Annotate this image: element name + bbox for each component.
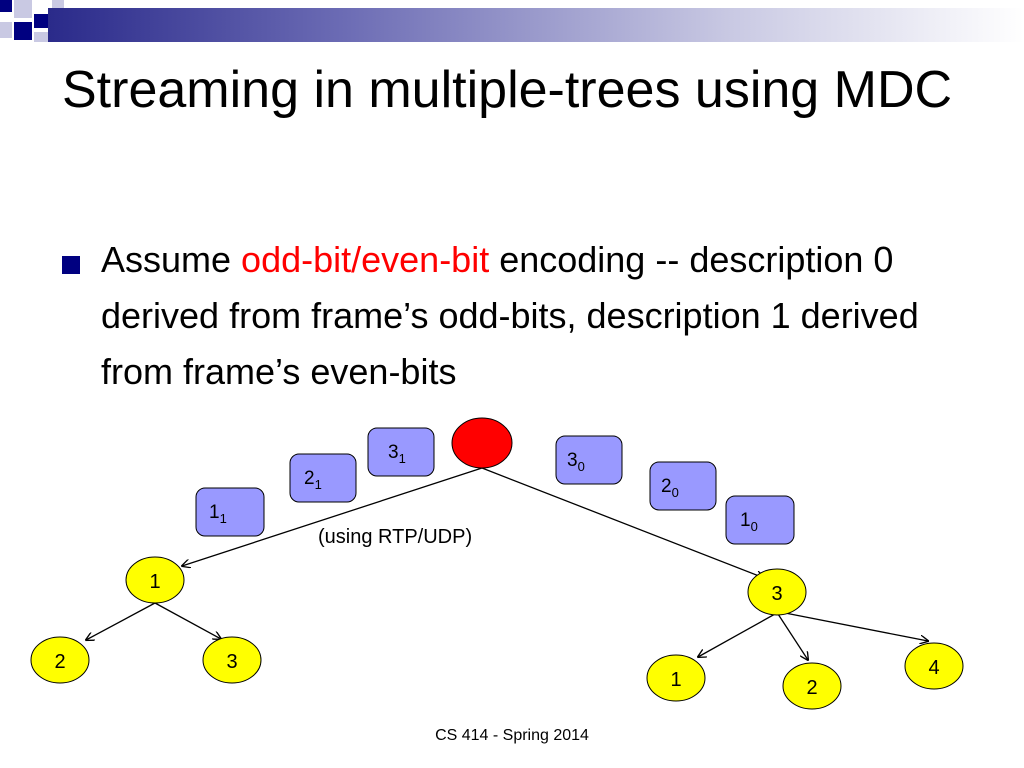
packet-2-1: 21: [289, 453, 357, 503]
edge-root-to-L1: [182, 467, 483, 566]
bullet-rest: encoding -- description 0 derived from f…: [101, 239, 919, 392]
deco-square: [34, 32, 48, 42]
tree-node-L1: 1: [125, 556, 185, 604]
packet-main: 1: [209, 502, 220, 523]
node-label: 1: [149, 571, 160, 593]
packet-main: 2: [304, 468, 315, 489]
packet-sub: 0: [578, 459, 585, 474]
header-gradient-bar: [48, 8, 1024, 42]
tree-node-R4: 4: [904, 642, 964, 690]
tree-node-R3: 3: [747, 568, 807, 616]
packet-sub: 0: [751, 519, 758, 534]
deco-square: [0, 22, 12, 38]
svg-text:20: 20: [661, 476, 679, 500]
node-label: 2: [54, 651, 65, 673]
node-label: 1: [670, 669, 681, 691]
edge-root-to-R3: [481, 467, 764, 578]
packet-sub: 0: [672, 485, 679, 500]
packet-sub: 1: [315, 477, 322, 492]
packet-3-1: 31: [367, 427, 435, 477]
edge-L1-to-L3: [154, 602, 221, 639]
tree-node-R2: 2: [782, 662, 842, 710]
packet-main: 2: [661, 476, 672, 497]
bullet-highlight: odd-bit/even-bit: [241, 239, 490, 280]
header-decoration: [0, 0, 1024, 60]
packet-sub: 1: [220, 511, 227, 526]
edge-R3-to-R4: [779, 611, 928, 641]
packet-main: 3: [388, 442, 399, 463]
tree-node-L2: 2: [30, 636, 90, 684]
edge-L1-to-L2: [86, 602, 156, 640]
deco-square: [52, 0, 64, 8]
slide-footer: CS 414 - Spring 2014: [435, 727, 589, 744]
transport-label: (using RTP/UDP): [318, 526, 472, 548]
packet-1-1: 11: [195, 487, 265, 537]
packet-main: 1: [740, 510, 751, 531]
bullet-lead: Assume: [101, 239, 242, 280]
deco-square: [0, 0, 12, 12]
deco-square: [34, 14, 48, 28]
tree-node-R1: 1: [646, 654, 706, 702]
slide-title: Streaming in multiple-trees using MDC: [62, 61, 953, 119]
root-node: [451, 417, 513, 469]
edge-R3-to-R2: [777, 613, 808, 660]
packet-1-0: 10: [725, 495, 795, 545]
deco-square: [14, 0, 32, 18]
svg-text:31: 31: [388, 442, 406, 466]
node-label: 2: [806, 677, 817, 699]
svg-text:10: 10: [740, 510, 758, 534]
svg-text:30: 30: [567, 450, 585, 474]
svg-text:11: 11: [209, 502, 227, 526]
bullet-text: Assume odd-bit/even-bit encoding -- desc…: [101, 232, 921, 400]
node-label: 3: [771, 583, 782, 605]
packet-sub: 1: [399, 451, 406, 466]
deco-square: [14, 22, 32, 40]
tree-node-L3: 3: [202, 636, 262, 684]
svg-text:21: 21: [304, 468, 322, 492]
edge-R3-to-R1: [698, 613, 776, 657]
node-label: 3: [226, 651, 237, 673]
packet-3-0: 30: [555, 435, 623, 485]
packet-2-0: 20: [649, 461, 717, 511]
bullet-square-icon: [62, 256, 80, 274]
packet-main: 3: [567, 450, 578, 471]
node-label: 4: [928, 657, 939, 679]
